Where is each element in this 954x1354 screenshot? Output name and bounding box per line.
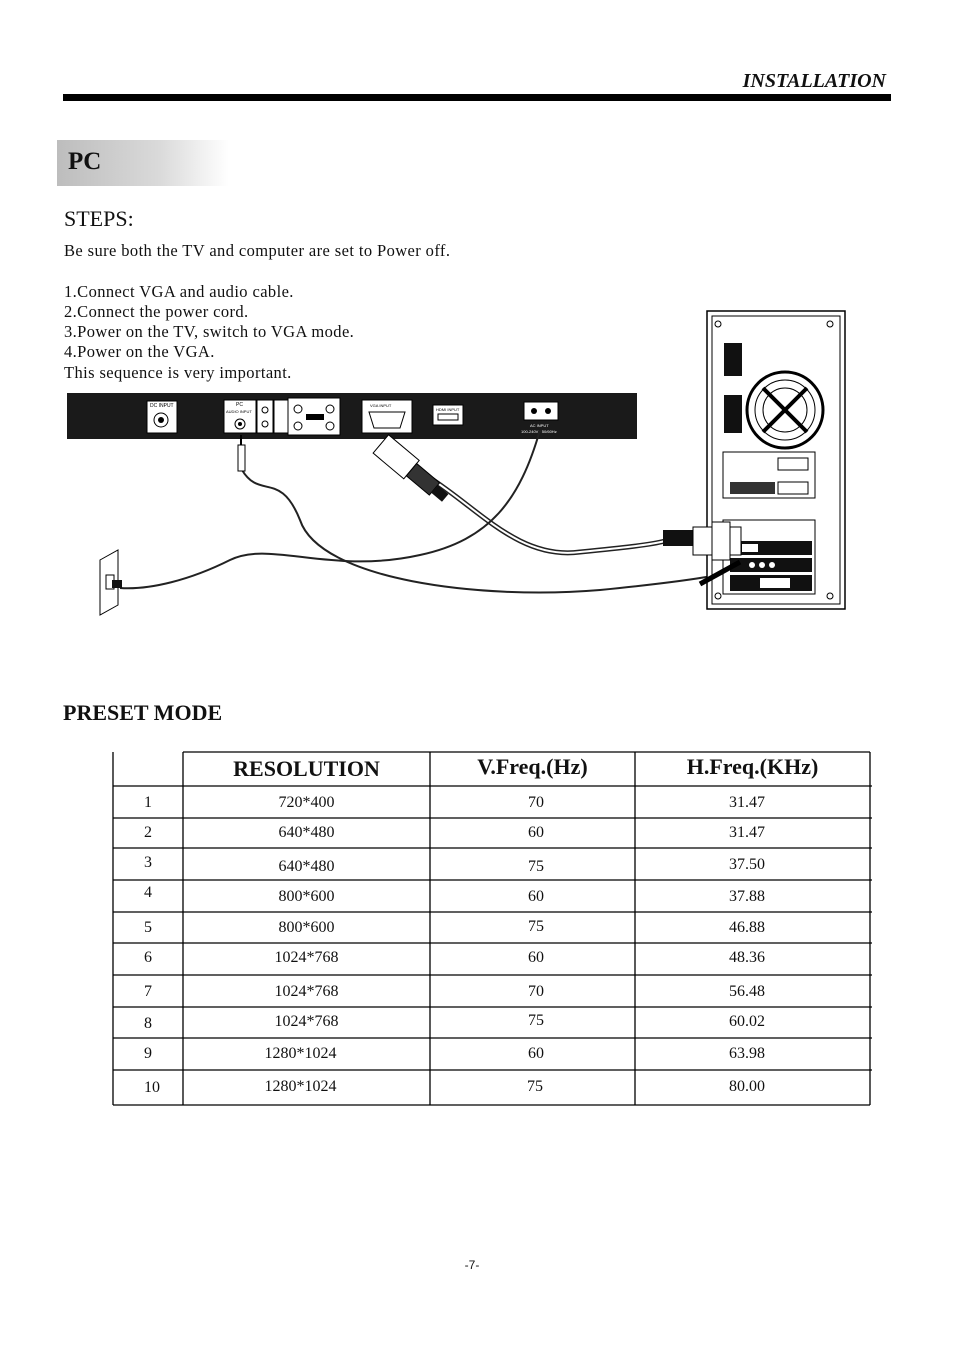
table-cell-index: 7	[144, 983, 152, 1000]
table-cell-hfreq: 56.48	[729, 983, 765, 1000]
table-cell-resolution: 800*600	[278, 919, 335, 936]
table-cell-resolution: 640*480	[278, 824, 335, 841]
table-cell-hfreq: 31.47	[729, 824, 765, 841]
table-cell-hfreq: 37.88	[729, 888, 765, 905]
ac-input-label: AC INPUT	[530, 423, 549, 428]
tv-back-panel: DC INPUT PC AUDIO INPUT VGA INPUT HDMI I…	[67, 393, 637, 439]
table-cell-resolution: 1024*768	[274, 1013, 339, 1030]
table-cell-hfreq: 46.88	[729, 919, 765, 936]
steps-heading: STEPS:	[64, 206, 134, 231]
dc-input-label: DC INPUT	[150, 403, 174, 409]
table-cell-resolution: 1024*768	[274, 983, 339, 1000]
table-cell-vfreq: 70	[528, 983, 544, 1000]
table-cell-index: 9	[144, 1045, 152, 1062]
column-header-hfreq: H.Freq.(KHz)	[686, 754, 819, 779]
table-cell-resolution: 800*600	[278, 888, 335, 905]
pc-tower	[663, 310, 846, 610]
table-cell-index: 3	[144, 854, 152, 871]
table-cell-index: 2	[144, 824, 152, 841]
table-cell-hfreq: 80.00	[729, 1078, 765, 1095]
table-cell-index: 6	[144, 949, 152, 966]
step-line: 2.Connect the power cord.	[64, 302, 249, 321]
connection-diagram: DC INPUT PC AUDIO INPUT VGA INPUT HDMI I…	[67, 310, 846, 616]
audio-jack	[237, 435, 246, 472]
table-cell-resolution: 640*480	[278, 858, 335, 875]
table-cell-hfreq: 37.50	[729, 856, 765, 873]
table-cell-index: 1	[144, 794, 152, 811]
table-cell-vfreq: 70	[528, 794, 544, 811]
column-header-resolution: RESOLUTION	[233, 756, 380, 781]
pc-audio-label: PC	[236, 402, 243, 408]
step-line: 3.Power on the TV, switch to VGA mode.	[64, 322, 355, 341]
table-cell-vfreq: 75	[528, 918, 544, 935]
section-title: PC	[68, 148, 102, 175]
vga-input-label: VGA INPUT	[370, 403, 392, 408]
column-header-vfreq: V.Freq.(Hz)	[477, 754, 588, 779]
page-number: -7-	[464, 1258, 480, 1272]
vga-plug	[372, 434, 449, 502]
table-cell-resolution: 1024*768	[274, 949, 339, 966]
table-cell-resolution: 1280*1024	[264, 1078, 337, 1095]
table-cell-index: 8	[144, 1015, 152, 1032]
audio-input-label: AUDIO INPUT	[226, 409, 252, 414]
table-cell-hfreq: 63.98	[729, 1045, 765, 1062]
preset-heading: PRESET MODE	[63, 700, 223, 725]
table-cell-hfreq: 31.47	[729, 794, 765, 811]
steps-intro: Be sure both the TV and computer are set…	[64, 241, 451, 260]
table-cell-vfreq: 60	[528, 949, 544, 966]
step-line: 4.Power on the VGA.	[64, 342, 215, 361]
table-cell-resolution: 1280*1024	[264, 1045, 337, 1062]
wall-outlet	[99, 549, 122, 616]
hdmi-input-label: HDMI INPUT	[436, 407, 460, 412]
step-line: 1.Connect VGA and audio cable.	[64, 282, 294, 301]
table-cell-index: 5	[144, 919, 152, 936]
table-cell-hfreq: 60.02	[729, 1013, 765, 1030]
table-cell-index: 10	[144, 1079, 160, 1096]
table-cell-vfreq: 60	[528, 824, 544, 841]
cables	[119, 429, 713, 594]
table-cell-vfreq: 60	[528, 888, 544, 905]
step-line: This sequence is very important.	[64, 363, 292, 382]
table-cell-vfreq: 75	[528, 858, 544, 875]
table-cell-vfreq: 60	[528, 1045, 544, 1062]
header-rule	[63, 94, 891, 101]
table-cell-index: 4	[144, 884, 152, 901]
header-title: INSTALLATION	[742, 70, 886, 92]
table-cell-hfreq: 48.36	[729, 949, 765, 966]
table-cell-resolution: 720*400	[278, 794, 335, 811]
table-cell-vfreq: 75	[527, 1078, 543, 1095]
table-cell-vfreq: 75	[528, 1012, 544, 1029]
section-tab: PC	[57, 140, 229, 186]
